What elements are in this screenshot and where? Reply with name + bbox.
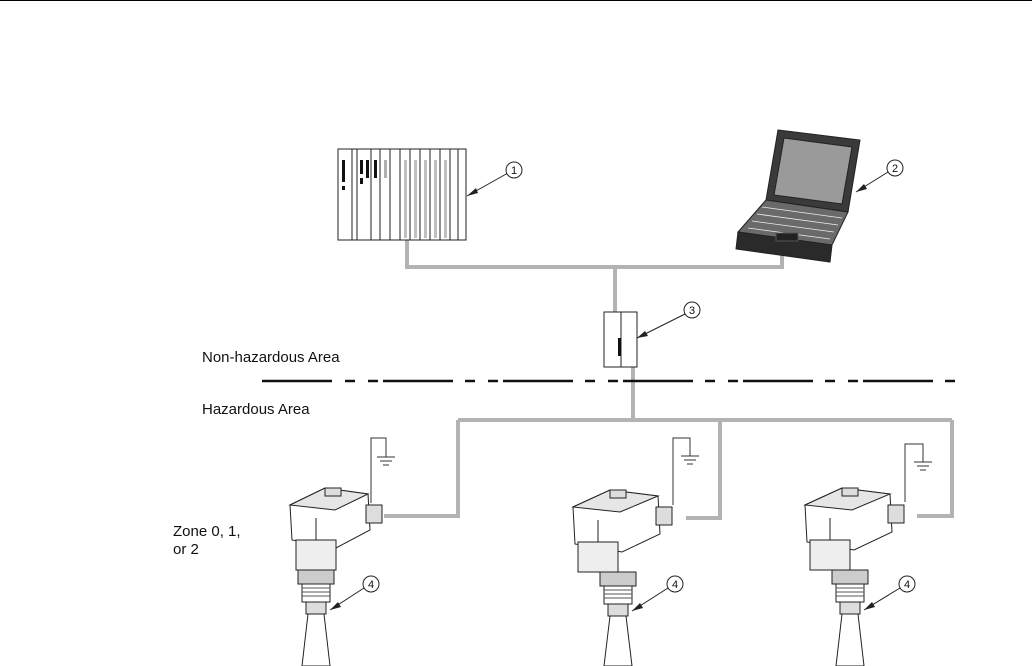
callout-3: 3 (636, 301, 701, 339)
transmitter-3 (803, 487, 905, 666)
laptop (735, 129, 861, 263)
callout-1: 1 (466, 161, 523, 197)
callout-4c: 4 (863, 575, 916, 611)
transmitter-2 (571, 489, 673, 666)
ground-symbols (370, 437, 932, 505)
zone-label-line1: Zone 0, 1, (173, 523, 241, 540)
transmitter-1 (288, 487, 383, 666)
non-hazardous-area-label: Non-hazardous Area (202, 349, 340, 366)
callout-4b: 4 (631, 575, 684, 612)
callout-3-number: 3 (689, 305, 695, 317)
callout-4a-number: 4 (368, 579, 374, 591)
callout-4c-number: 4 (904, 579, 910, 591)
interface-module (603, 311, 638, 368)
callout-4b-number: 4 (672, 579, 678, 591)
bus-cables (384, 240, 954, 520)
callout-4a: 4 (329, 575, 380, 611)
hazardous-area-label: Hazardous Area (202, 401, 310, 418)
callout-2-number: 2 (892, 163, 898, 175)
plc-rack (337, 148, 467, 241)
zone-label-line2: or 2 (173, 541, 199, 558)
callout-1-number: 1 (511, 165, 517, 177)
callout-2: 2 (855, 159, 904, 193)
